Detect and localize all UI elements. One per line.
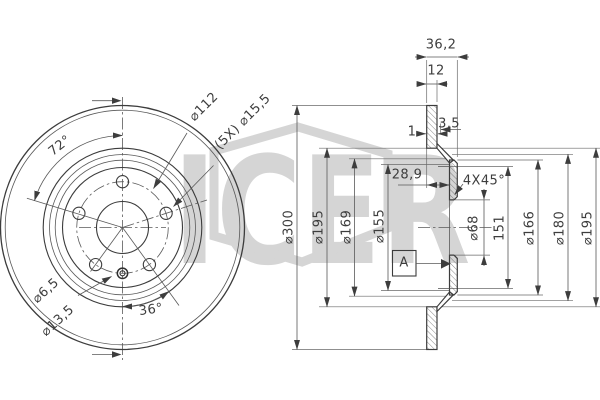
locating-hole [116, 267, 129, 280]
dim-151: 151 [492, 214, 508, 242]
section-cut-arrow-top [92, 97, 122, 104]
dim-dia-155: ⌀155 [372, 208, 388, 244]
dim-step: 3,5 [438, 116, 460, 132]
dim-dia-68: ⌀68 [466, 215, 482, 241]
detail-a-label: A [399, 255, 409, 271]
front-view [0, 97, 246, 360]
dim-disc-thickness: 12 [427, 63, 445, 79]
section-view [292, 54, 600, 351]
detail-a-marker [391, 249, 451, 277]
dim-dia-166: ⌀166 [522, 210, 538, 246]
dim-lip: 1 [407, 124, 417, 140]
dim-dia-195-left: ⌀195 [311, 209, 327, 245]
dim-dia-195-right: ⌀195 [580, 210, 596, 246]
watermark-hexagon-icon [209, 122, 393, 267]
dim-overall-width: 36,2 [425, 37, 457, 53]
dim-hat-inset: 28,9 [391, 167, 423, 183]
dim-dia-169: ⌀169 [339, 209, 355, 245]
dim-dia-180: ⌀180 [552, 210, 568, 246]
watermark-brand-text: ICER [173, 126, 471, 299]
section-cut-arrow-bottom [92, 351, 122, 358]
dim-dia-300: ⌀300 [281, 209, 297, 245]
dim-chamfer: 4X45° [462, 173, 506, 189]
